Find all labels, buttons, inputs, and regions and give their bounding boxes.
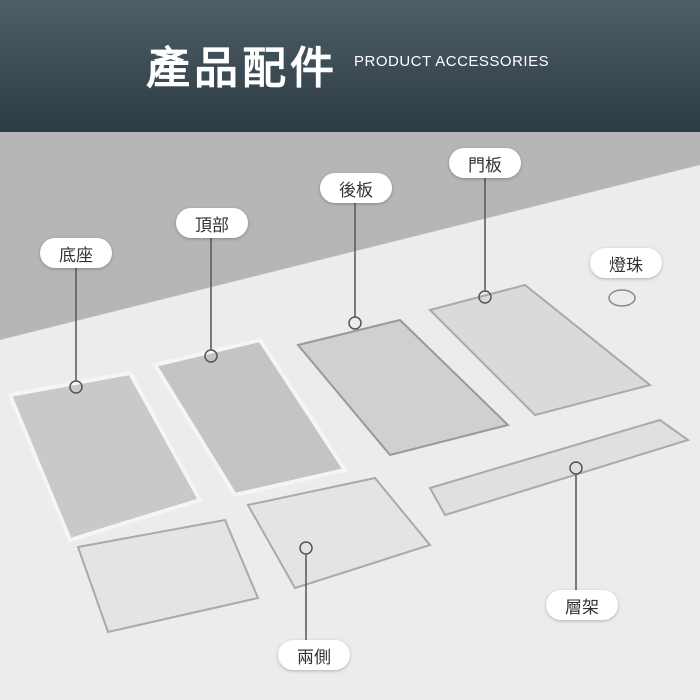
label-back: 後板: [320, 173, 392, 203]
top-part: [151, 337, 349, 498]
door-panel: [428, 283, 653, 417]
back-panel: [296, 318, 510, 457]
label-door: 門板: [449, 148, 521, 178]
label-shelf: 層架: [546, 590, 618, 620]
header-banner: 產品配件 PRODUCT ACCESSORIES: [0, 0, 700, 132]
product-photo: [0, 132, 700, 700]
label-base: 底座: [40, 238, 112, 268]
shelf-part: [428, 418, 691, 517]
label-light: 燈珠: [590, 248, 662, 278]
light-string: [608, 289, 636, 307]
page-title: 產品配件: [146, 43, 338, 94]
label-sides: 兩側: [278, 640, 350, 670]
base-part: [7, 370, 203, 543]
label-top: 頂部: [176, 208, 248, 238]
side-panels: [76, 476, 432, 634]
page-subtitle: PRODUCT ACCESSORIES: [354, 53, 550, 70]
